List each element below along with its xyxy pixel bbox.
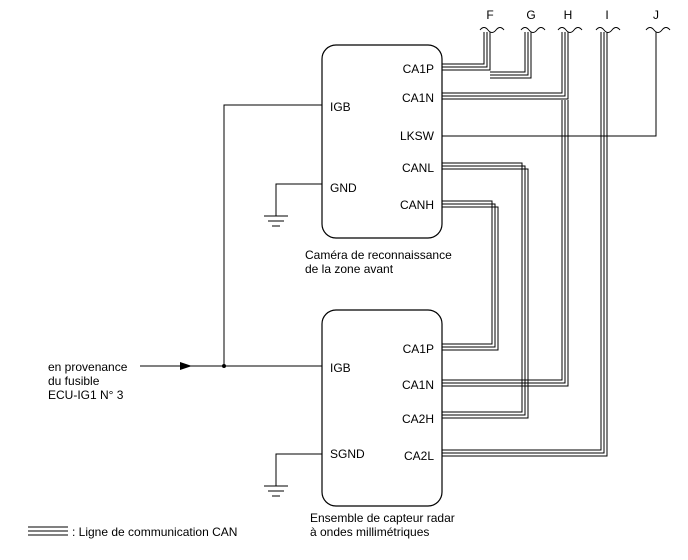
can-line-camera-canl — [442, 162, 529, 419]
radar-pin-ca2h: CA2H — [402, 412, 434, 426]
camera-pin-canh: CANH — [400, 198, 434, 212]
wire-camera-gnd — [275, 183, 327, 216]
radar-pin-ca1p: CA1P — [403, 342, 434, 356]
wire-camera-lksw — [442, 32, 657, 137]
radar-pin-ca2l: CA2L — [404, 449, 434, 463]
legend-can-symbol — [28, 526, 68, 536]
can-line-camera-ca1p-g — [490, 32, 532, 79]
can-line-camera-ca1p — [442, 32, 491, 71]
connector-label-f: F — [486, 8, 493, 22]
connector-break-marks — [479, 27, 671, 33]
camera-pin-canl: CANL — [402, 161, 434, 175]
camera-pin-igb: IGB — [330, 100, 351, 114]
connector-label-h: H — [564, 8, 573, 22]
radar-caption-line2: à ondes millimétriques — [310, 525, 429, 539]
source-label-line1: en provenance — [48, 360, 128, 374]
radar-pin-igb: IGB — [330, 361, 351, 375]
camera-caption-line1: Caméra de reconnaissance — [305, 248, 452, 262]
connector-label-j: J — [653, 8, 659, 22]
ground-icon — [264, 215, 288, 227]
ground-icon — [264, 485, 288, 497]
camera-module-box — [321, 44, 443, 239]
radar-caption-line1: Ensemble de capteur radar — [310, 511, 455, 525]
connector-label-g: G — [526, 8, 535, 22]
wire-radar-sgnd — [275, 453, 327, 486]
camera-pin-gnd: GND — [330, 181, 357, 195]
connector-label-i: I — [605, 8, 608, 22]
legend-label: : Ligne de communication CAN — [72, 525, 237, 539]
camera-pin-lksw: LKSW — [400, 129, 435, 143]
radar-pin-sgnd: SGND — [330, 447, 365, 461]
camera-pin-ca1n: CA1N — [402, 91, 434, 105]
can-line-camera-ca1n — [442, 32, 569, 100]
arrow-icon — [180, 362, 192, 370]
can-line-camera-canh — [442, 200, 499, 351]
camera-pin-ca1p: CA1P — [403, 62, 434, 76]
camera-caption-line2: de la zone avant — [305, 262, 394, 276]
can-line-radar-ca1n — [442, 100, 569, 387]
source-label-line2: du fusible — [48, 374, 100, 388]
source-label-line3: ECU-IG1 N° 3 — [48, 388, 124, 402]
radar-pin-ca1n: CA1N — [402, 378, 434, 392]
can-line-radar-ca2l — [442, 32, 608, 457]
junction-dot — [222, 364, 226, 368]
radar-module-box — [321, 309, 443, 507]
wire-igb-camera — [223, 104, 327, 366]
